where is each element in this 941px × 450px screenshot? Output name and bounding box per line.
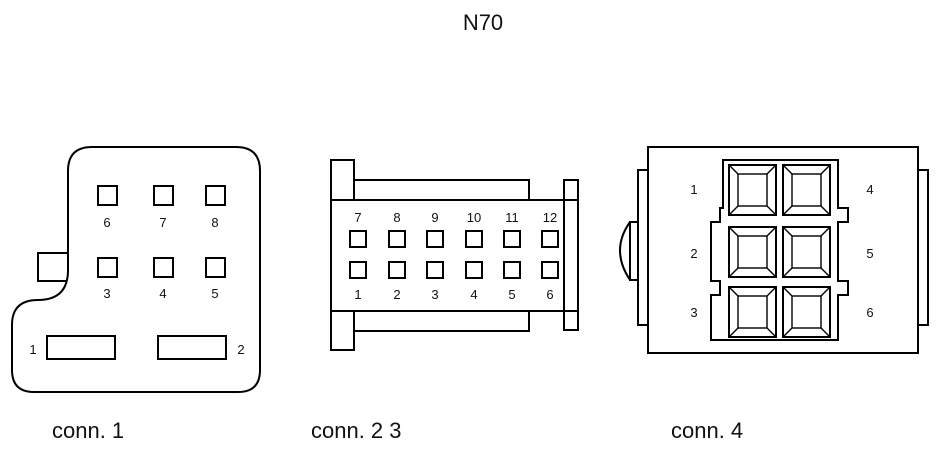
conn23-pin-12 [541, 230, 559, 248]
conn1-label-6: 6 [103, 215, 110, 230]
diagram-title: N70 [463, 10, 503, 35]
conn4-cavity-outline [710, 159, 849, 341]
conn1-body [11, 146, 261, 393]
conn23-label-12: 12 [543, 210, 557, 225]
conn23-pin-5 [503, 261, 521, 279]
conn1-label-8: 8 [211, 215, 218, 230]
conn4-latch [629, 221, 639, 281]
conn1-caption: conn. 1 [52, 418, 124, 443]
conn4-caption: conn. 4 [671, 418, 743, 443]
conn4-cavity-2 [728, 226, 777, 278]
conn23-label-2: 2 [393, 287, 400, 302]
conn23-right-end-inner [563, 199, 579, 312]
conn23-label-10: 10 [467, 210, 481, 225]
conn4-cavity-6 [782, 286, 831, 338]
conn4-label-5: 5 [866, 246, 873, 261]
conn23-pin-2 [388, 261, 406, 279]
conn23-label-3: 3 [431, 287, 438, 302]
conn4-latch-arc [619, 221, 631, 281]
conn23-label-11: 11 [505, 210, 519, 225]
conn1-housing [11, 146, 261, 393]
conn23-pin-1 [349, 261, 367, 279]
conn1-pin-4 [153, 257, 174, 278]
conn4-housing [619, 146, 929, 354]
conn1-slot-2 [157, 335, 227, 360]
conn1-pin-7 [153, 185, 174, 206]
conn23-label-9: 9 [431, 210, 438, 225]
conn23-labels: 7 8 9 10 11 12 1 2 3 4 5 6 [354, 210, 557, 302]
conn1-pin-3 [97, 257, 118, 278]
conn23-housing [330, 159, 579, 351]
conn23-pin-4 [465, 261, 483, 279]
conn1-label-5: 5 [211, 286, 218, 301]
conn4-label-4: 4 [866, 182, 873, 197]
conn4-cavity-1 [728, 164, 777, 216]
conn1-pin-8 [205, 185, 226, 206]
conn23-body [330, 199, 565, 312]
conn23-bottom-rail [353, 310, 530, 332]
conn1-slot-1 [46, 335, 116, 360]
conn4-cavity-5 [782, 226, 831, 278]
conn1-pin-6 [97, 185, 118, 206]
conn23-label-6: 6 [546, 287, 553, 302]
conn23-pin-7 [349, 230, 367, 248]
conn23-pin-10 [465, 230, 483, 248]
conn23-pin-11 [503, 230, 521, 248]
conn4-label-6: 6 [866, 305, 873, 320]
conn23-pin-8 [388, 230, 406, 248]
conn23-label-7: 7 [354, 210, 361, 225]
conn4-cavity-3 [728, 286, 777, 338]
conn4-right-tab [917, 169, 929, 326]
conn1-label-slot-2: 2 [237, 342, 244, 357]
conn1-label-slot-1: 1 [29, 342, 36, 357]
conn23-caption: conn. 2 3 [311, 418, 402, 443]
conn1-labels: 6 7 8 3 4 5 1 2 [29, 215, 244, 357]
conn4-label-2: 2 [690, 246, 697, 261]
conn23-top-rail [353, 179, 530, 201]
conn1-label-7: 7 [159, 215, 166, 230]
conn4-cavity-4 [782, 164, 831, 216]
conn23-label-5: 5 [508, 287, 515, 302]
conn1-latch [37, 252, 69, 282]
conn23-pin-9 [426, 230, 444, 248]
conn1-label-3: 3 [103, 286, 110, 301]
conn4-label-3: 3 [690, 305, 697, 320]
conn23-label-4: 4 [470, 287, 477, 302]
conn4-label-1: 1 [690, 182, 697, 197]
conn4-labels: 1 2 3 4 5 6 [690, 182, 873, 320]
conn23-pin-6 [541, 261, 559, 279]
conn23-label-8: 8 [393, 210, 400, 225]
conn4-left-tab [637, 169, 649, 326]
conn1-label-4: 4 [159, 286, 166, 301]
conn1-pin-5 [205, 257, 226, 278]
conn23-label-1: 1 [354, 287, 361, 302]
conn23-pin-3 [426, 261, 444, 279]
